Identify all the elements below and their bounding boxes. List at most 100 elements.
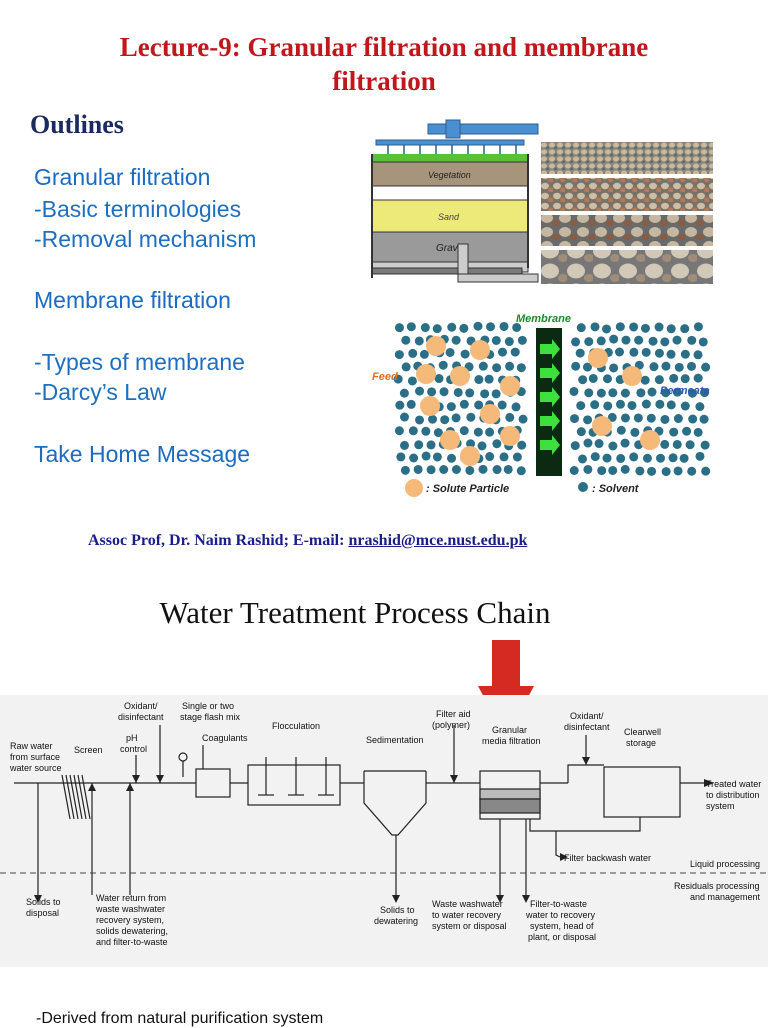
solvent-particle <box>655 399 665 409</box>
outline-types-of-membrane: -Types of membrane <box>34 349 245 375</box>
label-waste-1: Waste washwater <box>432 899 503 909</box>
outline-darcys-law: -Darcy’s Law <box>34 379 167 405</box>
solvent-particle <box>685 440 695 450</box>
label-return-1: Water return from <box>96 893 166 903</box>
solvent-particle <box>451 465 461 475</box>
solvent-particle <box>634 335 644 345</box>
solvent-particle <box>661 361 671 371</box>
label-filteraid-1: Filter aid <box>436 709 471 719</box>
solvent-particle <box>447 322 457 332</box>
solvent-particle <box>693 322 703 332</box>
solvent-particle <box>609 363 619 373</box>
solvent-particle <box>428 414 438 424</box>
label-solids2-1: Solids to <box>380 905 415 915</box>
solvent-particle <box>680 401 690 411</box>
solute-particle <box>426 336 446 356</box>
label-residuals-1: Residuals processing <box>674 881 760 891</box>
label-treated-1: Treated water <box>706 779 761 789</box>
solvent-particle <box>699 414 709 424</box>
solvent-particle <box>578 375 588 385</box>
solvent-particle <box>433 428 443 438</box>
solvent-particle <box>393 374 403 384</box>
solvent-particle <box>440 415 450 425</box>
solvent-particle <box>597 466 607 476</box>
label-return-4: solids dewatering, <box>96 926 168 936</box>
label-ftw-3: system, head of <box>530 921 594 931</box>
solvent-particle <box>484 374 494 384</box>
filter-label-vegetation: Vegetation <box>428 170 471 180</box>
outline-basic-terminologies: -Basic terminologies <box>34 196 242 222</box>
solvent-particle <box>466 412 476 422</box>
solute-particle <box>420 396 440 416</box>
solvent-particle <box>415 386 425 396</box>
solvent-particle <box>459 399 469 409</box>
solvent-particle <box>654 322 664 332</box>
solvent-particle <box>609 334 619 344</box>
outline-membrane-filtration: Membrane filtration <box>34 287 231 313</box>
solvent-particle <box>511 402 521 412</box>
solvent-particle <box>615 399 625 409</box>
label-raw-water-1: Raw water <box>10 741 53 751</box>
label-filteraid-2: (polymer) <box>432 720 470 730</box>
solvent-particle <box>497 400 507 410</box>
solvent-particle <box>594 439 604 449</box>
solvent-particle <box>693 350 703 360</box>
solvent-particle <box>642 453 652 463</box>
solvent-particle <box>399 388 409 398</box>
solvent-particle <box>687 335 697 345</box>
solvent-particle <box>614 347 624 357</box>
solvent-particle <box>447 453 457 463</box>
solvent-particle <box>492 363 502 373</box>
solvent-particle <box>400 440 410 450</box>
solvent-particle <box>687 388 697 398</box>
process-chain-title: Water Treatment Process Chain <box>159 595 551 630</box>
label-clearwell-1: Clearwell <box>624 727 661 737</box>
solvent-particle <box>590 322 600 332</box>
solute-particle <box>592 416 612 436</box>
solvent-particle <box>453 387 463 397</box>
solvent-particle <box>576 401 586 411</box>
outline-granular-filtration: Granular filtration <box>34 164 211 190</box>
solvent-particle <box>633 413 643 423</box>
solvent-particle <box>656 453 666 463</box>
solvent-particle <box>575 348 585 358</box>
label-granular-1: Granular <box>492 725 527 735</box>
solvent-particle <box>654 375 664 385</box>
label-oxidant1-2: disinfectant <box>118 712 164 722</box>
solvent-particle <box>478 361 488 371</box>
solvent-particle <box>492 465 502 475</box>
solvent-particle <box>474 375 484 385</box>
solvent-particle <box>672 387 682 397</box>
solute-particle <box>416 364 436 384</box>
solvent-particle <box>492 439 502 449</box>
solvent-particle <box>571 337 581 347</box>
solvent-particle <box>517 440 527 450</box>
solvent-particle <box>517 335 527 345</box>
label-flocculation: Flocculation <box>272 721 320 731</box>
solvent-particle <box>673 414 683 424</box>
label-residuals-2: and management <box>690 892 761 902</box>
email-link[interactable]: nrashid@mce.nust.edu.pk <box>348 532 528 549</box>
solvent-particle <box>504 337 514 347</box>
solvent-particle <box>512 322 522 332</box>
solvent-particle <box>701 466 711 476</box>
solvent-particle <box>616 425 626 435</box>
solvent-particle <box>432 452 442 462</box>
solvent-particle <box>396 452 406 462</box>
solvent-particle <box>406 399 416 409</box>
solvent-particle <box>654 348 664 358</box>
solvent-particle <box>666 400 676 410</box>
solvent-particle <box>640 323 650 333</box>
solvent-particle <box>669 373 679 383</box>
solvent-particle <box>485 322 495 332</box>
solvent-particle <box>629 452 639 462</box>
solvent-particle <box>432 324 442 334</box>
filter-label-gravel: Gravel <box>436 243 466 254</box>
solvent-particle <box>451 413 461 423</box>
label-raw-water-2: from surface <box>10 752 60 762</box>
solvent-particle <box>695 402 705 412</box>
solvent-particle <box>400 412 410 422</box>
solvent-particle <box>672 335 682 345</box>
solvent-particle <box>407 376 417 386</box>
solvent-particle <box>569 414 579 424</box>
